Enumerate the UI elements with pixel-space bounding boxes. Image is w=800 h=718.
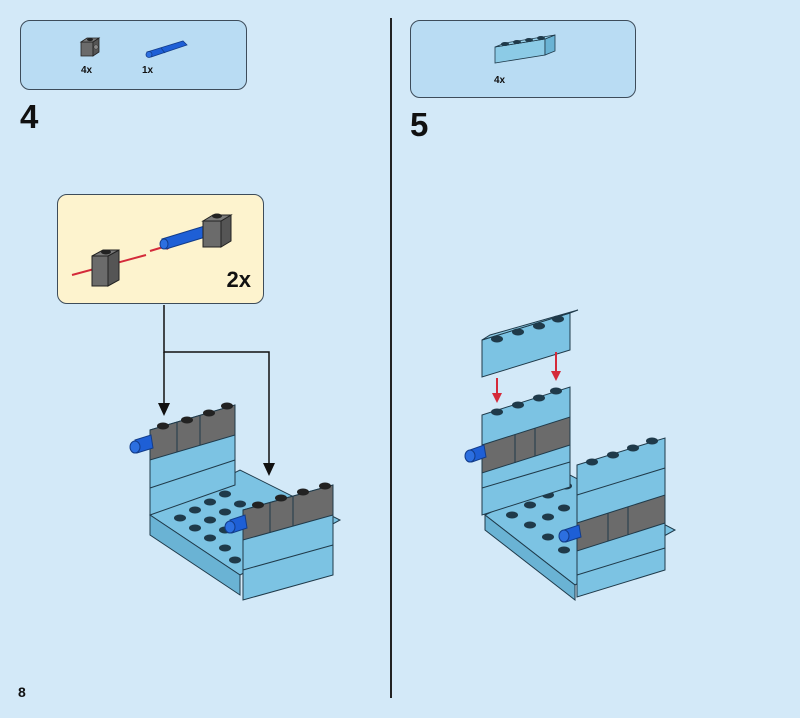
blue-pin (464, 444, 487, 463)
technic-brick-left (91, 249, 120, 287)
step4-parts-box: 4x 1x (20, 20, 247, 90)
step5-model (464, 309, 677, 602)
step5-parts-box: 4x (410, 20, 636, 98)
step-divider (390, 18, 392, 698)
arrow-head (263, 463, 275, 476)
blue-pin (558, 524, 582, 543)
step-number: 4 (20, 98, 39, 135)
page-number: 8 (18, 684, 26, 700)
part-qty: 4x (494, 75, 506, 86)
red-arrow (492, 352, 561, 403)
subassembly-illustration (71, 213, 233, 287)
subassembly-multiplier: 2x (226, 267, 251, 292)
technic-brick-icon (79, 37, 101, 57)
brick-1x4-floating (481, 309, 579, 378)
part-qty: 1x (142, 65, 154, 76)
technic-brick-right (201, 213, 233, 248)
blue-pin (224, 514, 248, 534)
arrow-head (158, 403, 170, 416)
step-number: 5 (410, 106, 429, 143)
step4-model (129, 402, 342, 601)
callout-connector-arrows (158, 305, 275, 476)
blue-pin (129, 434, 154, 454)
brick-1x4-icon (494, 34, 556, 64)
subassembly-callout: 2x (57, 194, 264, 304)
blue-pin-icon (145, 40, 188, 58)
part-qty: 4x (81, 65, 93, 76)
